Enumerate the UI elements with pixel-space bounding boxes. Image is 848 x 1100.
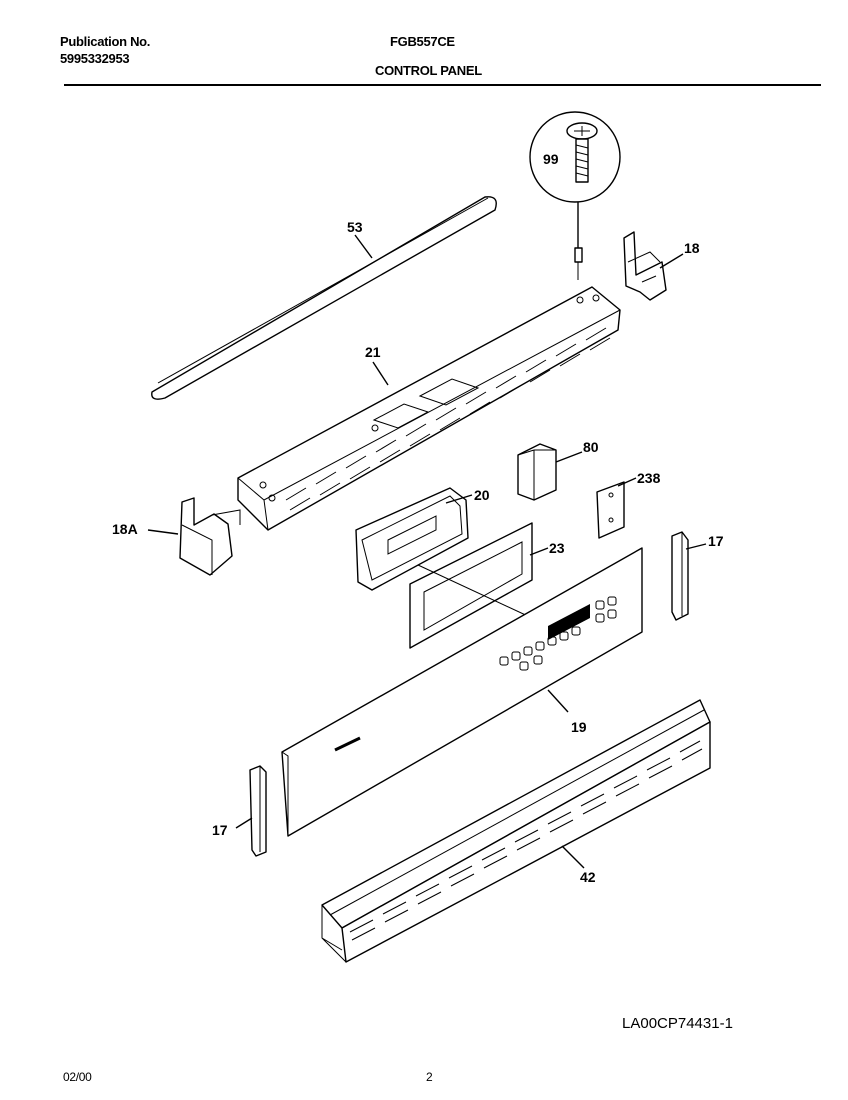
callout-20: 20 [474, 487, 490, 503]
callout-99: 99 [543, 151, 559, 167]
callout-238: 238 [637, 470, 661, 486]
part-21-housing [237, 286, 621, 531]
callout-17-right: 17 [708, 533, 724, 549]
part-238-board [596, 477, 637, 539]
callout-19: 19 [571, 719, 587, 735]
publication-number: 5995332953 [60, 51, 130, 66]
section-title: CONTROL PANEL [375, 63, 482, 78]
part-20-control-board [355, 487, 473, 591]
callout-80: 80 [583, 439, 599, 455]
revision-date: 02/00 [63, 1070, 92, 1084]
part-17-right-trim [671, 531, 707, 621]
callout-42: 42 [580, 869, 596, 885]
part-23-frame [409, 522, 549, 649]
callout-17-left: 17 [212, 822, 228, 838]
part-42-vent-grille [321, 699, 711, 963]
part-53-trim [151, 196, 497, 400]
part-18-bracket [623, 231, 684, 301]
page-number: 2 [426, 1070, 433, 1084]
diagram-code: LA00CP74431-1 [622, 1015, 733, 1032]
part-19-panel-face [281, 547, 643, 837]
part-17-left-trim [235, 765, 267, 857]
part-18a-bracket [147, 497, 241, 576]
model-number: FGB557CE [390, 34, 455, 49]
callout-21: 21 [365, 344, 381, 360]
header-rule [64, 84, 821, 86]
callout-53: 53 [347, 219, 363, 235]
callout-23: 23 [549, 540, 565, 556]
publication-label: Publication No. [60, 34, 151, 49]
callout-18: 18 [684, 240, 700, 256]
callout-18a: 18A [112, 521, 138, 537]
part-80-relay [517, 443, 583, 501]
part-99-screw-detail [529, 111, 621, 280]
